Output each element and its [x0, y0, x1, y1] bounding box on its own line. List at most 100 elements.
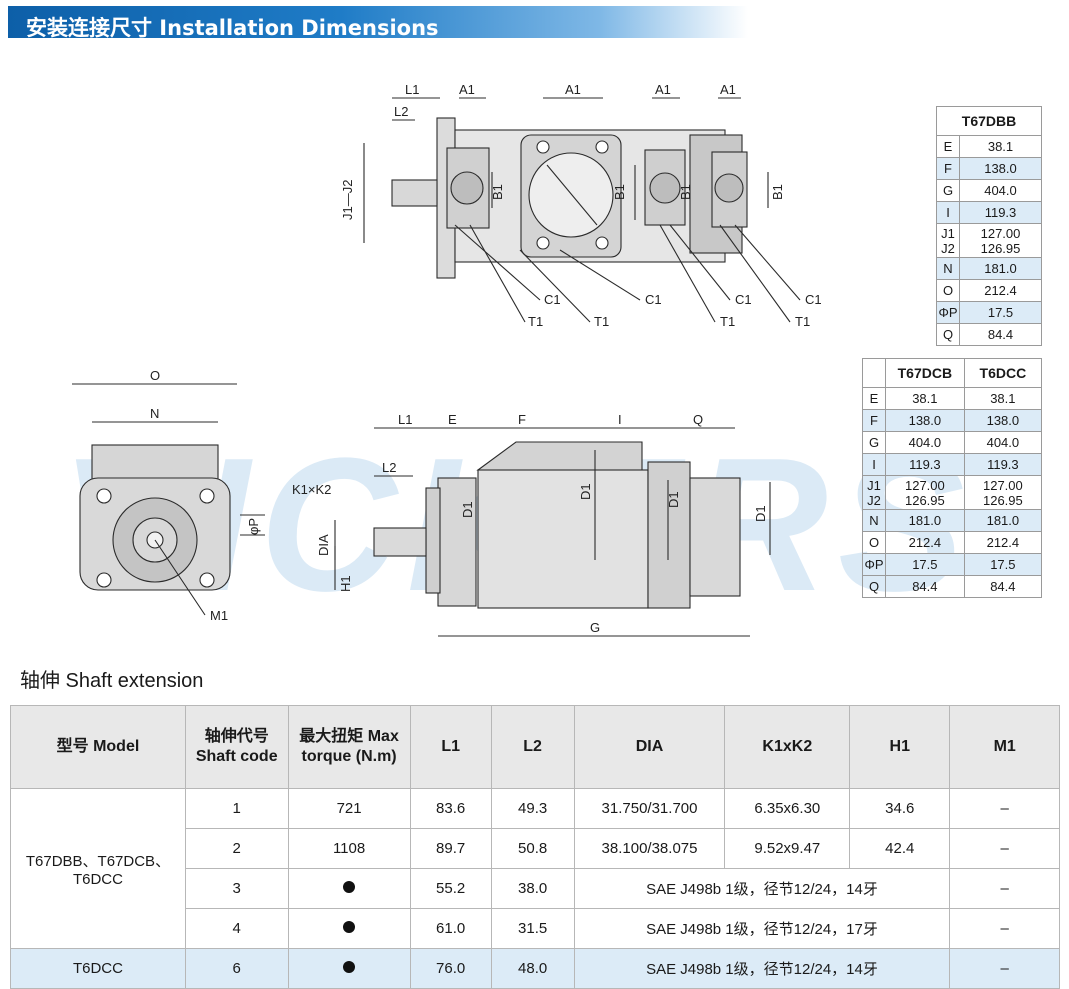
cell: 38.0 [490, 868, 575, 909]
label-G: G [590, 620, 600, 635]
col-m1: M1 [949, 705, 1060, 789]
cell: 49.3 [490, 788, 575, 829]
row-key: J1 J2 [936, 223, 960, 258]
label-top-L1: L1 [405, 82, 419, 97]
label-top-A1-4: A1 [720, 82, 736, 97]
table-row: T6DCC 6 76.0 48.0 SAE J498b 1级，径节12/24，1… [10, 948, 1060, 989]
section-title: 安装连接尺寸 Installation Dimensions [26, 16, 439, 40]
label-side-Q: Q [693, 412, 703, 427]
label-T1-3: T1 [720, 314, 735, 329]
cell: – [949, 828, 1060, 869]
cell: – [949, 868, 1060, 909]
shaft-extension-table: 型号 Model 轴伸代号 Shaft code 最大扭矩 Max torque… [10, 705, 1060, 989]
label-DIA: DIA [316, 534, 331, 556]
row-value: 119.3 [885, 453, 965, 476]
row-value: 119.3 [959, 201, 1042, 224]
cell: 38.100/38.075 [573, 828, 726, 869]
label-C1-1: C1 [544, 292, 561, 307]
label-top-A1-1: A1 [459, 82, 475, 97]
cell: 31.750/31.700 [573, 788, 726, 829]
label-D1-4: D1 [753, 505, 768, 522]
row-value: 38.1 [959, 135, 1042, 158]
label-top-A1-3: A1 [655, 82, 671, 97]
row-value: 181.0 [885, 509, 965, 532]
label-D1-2: D1 [578, 483, 593, 500]
row-value: 212.4 [885, 531, 965, 554]
row-value: 127.00 126.95 [885, 475, 965, 510]
bullet-dot-icon [343, 961, 356, 973]
row-value: 17.5 [959, 301, 1042, 324]
row-key: N [862, 509, 886, 532]
row-value: 138.0 [963, 409, 1043, 432]
row-key: Q [936, 323, 960, 346]
row-value: 181.0 [963, 509, 1043, 532]
table-row: T67DBB、T67DCB、T6DCC 1 721 83.6 49.3 31.7… [10, 788, 1060, 949]
row-value: 212.4 [959, 279, 1042, 302]
t6dcc-header: T6DCC [963, 358, 1043, 388]
col-h1: H1 [849, 705, 951, 789]
cell: 1108 [287, 828, 411, 869]
section-header-bar: 安装连接尺寸 Installation Dimensions [8, 6, 748, 40]
model-group-cell: T67DBB、T67DCB、T6DCC [10, 788, 186, 949]
label-top-L2: L2 [394, 104, 408, 119]
label-D1-1: D1 [460, 501, 475, 518]
row-value: 17.5 [885, 553, 965, 576]
label-top-B1-3: B1 [678, 184, 693, 200]
row-value: 127.00 126.95 [963, 475, 1043, 510]
label-D1-3: D1 [666, 491, 681, 508]
cell: – [949, 908, 1060, 949]
label-top-B1-4: B1 [770, 184, 785, 200]
top-view [363, 97, 801, 323]
row-value: 17.5 [963, 553, 1043, 576]
cell: 34.6 [849, 788, 951, 829]
col-l2: L2 [490, 705, 575, 789]
row-value: 404.0 [959, 179, 1042, 202]
front-view [72, 383, 265, 616]
label-side-E: E [448, 412, 457, 427]
label-side-I: I [618, 412, 622, 427]
col-model: 型号 Model [10, 705, 186, 789]
row-value: 119.3 [963, 453, 1043, 476]
cell: 3 [184, 868, 289, 909]
col-max-torque: 最大扭矩 Max torque (N.m) [287, 705, 411, 789]
cell: 31.5 [490, 908, 575, 949]
cell: 48.0 [490, 948, 575, 989]
label-top-B1-1: B1 [490, 184, 505, 200]
label-side-L2: L2 [382, 460, 396, 475]
label-T1-4: T1 [795, 314, 810, 329]
col-dia: DIA [573, 705, 726, 789]
t67dbb-header: T67DBB [936, 106, 1042, 136]
cell: 55.2 [409, 868, 492, 909]
cell: 1 [184, 788, 289, 829]
row-value: 84.4 [963, 575, 1043, 598]
label-top-A1-2: A1 [565, 82, 581, 97]
spline-cell: SAE J498b 1级，径节12/24，14牙 [573, 948, 951, 989]
shaft-extension-heading: 轴伸 Shaft extension [20, 670, 204, 692]
row-value: 404.0 [963, 431, 1043, 454]
t67dcb-header: T67DCB [885, 358, 965, 388]
cell: – [949, 948, 1060, 989]
row-key: F [862, 409, 886, 432]
col-l1: L1 [409, 705, 492, 789]
cell: 61.0 [409, 908, 492, 949]
side-view [334, 427, 771, 637]
torque-dot-cell [287, 908, 411, 949]
cell: 42.4 [849, 828, 951, 869]
cell: 9.52x9.47 [724, 828, 851, 869]
cell: 6 [184, 948, 289, 989]
table-row: 3 55.2 38.0 SAE J498b 1级，径节12/24，14牙 – [11, 868, 1060, 909]
cell: T6DCC [10, 948, 186, 989]
row-value: 138.0 [885, 409, 965, 432]
row-key: J1 J2 [862, 475, 886, 510]
row-value: 212.4 [963, 531, 1043, 554]
label-top-J1J2: J1—J2 [340, 180, 355, 220]
bullet-dot-icon [343, 881, 356, 893]
label-O: O [150, 368, 160, 383]
row-key: ΦP [862, 553, 886, 576]
row-value: 138.0 [959, 157, 1042, 180]
row-value: 404.0 [885, 431, 965, 454]
cell: 721 [287, 788, 411, 829]
label-C1-3: C1 [735, 292, 752, 307]
cell: – [949, 788, 1060, 829]
